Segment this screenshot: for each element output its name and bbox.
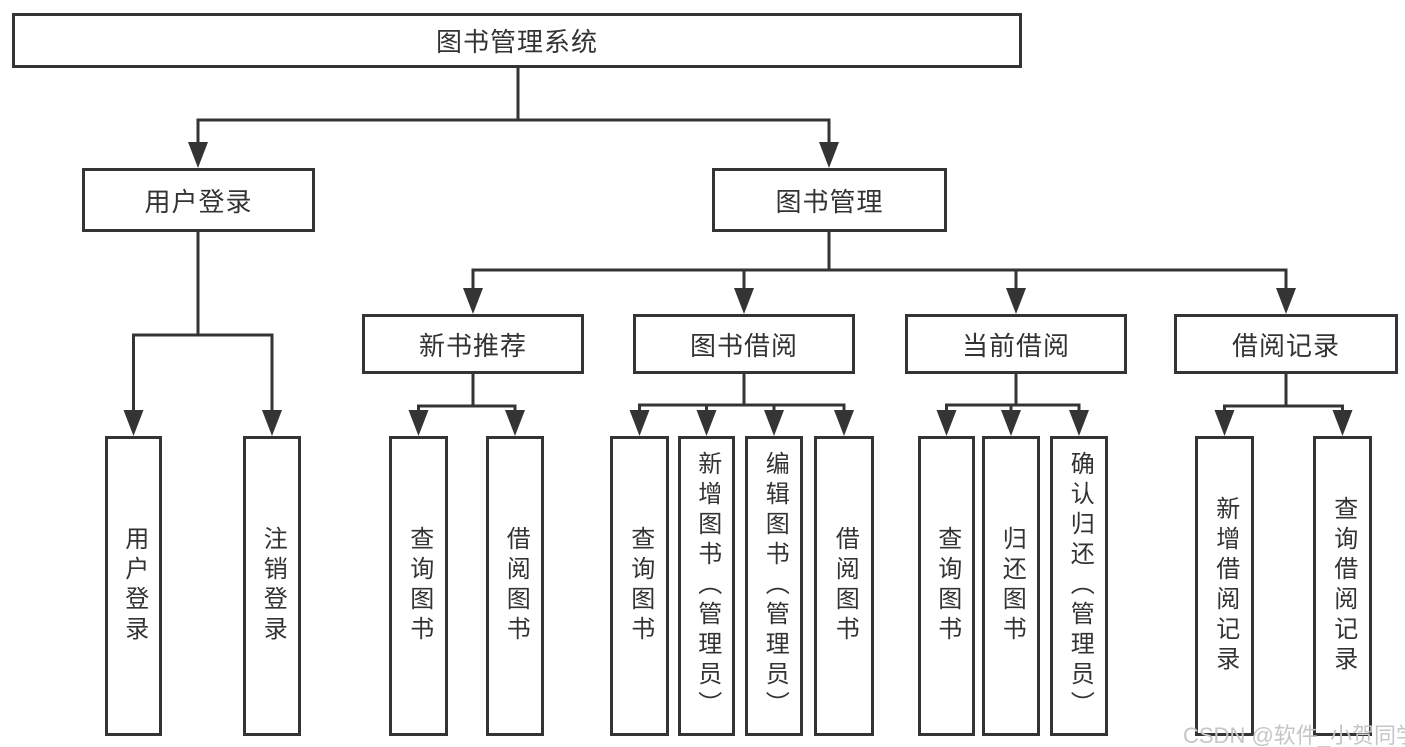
node-borrow-records: 借阅记录 (1174, 314, 1398, 374)
node-label: 查询图书 (626, 526, 654, 646)
node-label: 查询图书 (405, 526, 433, 646)
leaf-borrow-edit-books-admin: 编辑图书（管理员） (745, 436, 803, 736)
leaf-borrow-query-books: 查询图书 (610, 436, 669, 736)
node-label: 用户登录 (144, 186, 253, 217)
leaf-current-confirm-return-admin: 确认归还（管理员） (1050, 436, 1108, 736)
leaf-borrow-add-books-admin: 新增图书（管理员） (678, 436, 735, 736)
leaf-borrow-borrow-books: 借阅图书 (814, 436, 874, 736)
node-label: 查询图书 (933, 526, 961, 646)
connector-borrow-leaves (638, 374, 846, 414)
node-label: 借阅图书 (502, 526, 530, 646)
leaf-current-query-books: 查询图书 (918, 436, 975, 736)
leaf-current-return-books: 归还图书 (982, 436, 1040, 736)
node-label: 借阅记录 (1231, 330, 1340, 361)
connector-current-leaves (945, 374, 1081, 414)
connector-records-leaves (1223, 374, 1344, 414)
node-label: 归还图书 (998, 526, 1026, 646)
node-label: 图书管理 (775, 186, 884, 217)
node-label: 用户登录 (120, 526, 148, 646)
node-label: 图书管理系统 (435, 27, 598, 57)
node-label: 注销登录 (259, 526, 287, 646)
node-user-login: 用户登录 (82, 168, 315, 232)
node-label: 借阅图书 (831, 526, 859, 646)
node-label: 查询借阅记录 (1329, 496, 1357, 676)
connector-user-leaves (132, 232, 274, 414)
node-label: 确认归还（管理员） (1066, 451, 1094, 721)
node-current-borrow: 当前借阅 (905, 314, 1127, 374)
arrowheads (123, 142, 1353, 436)
node-label: 当前借阅 (961, 330, 1070, 361)
node-label: 新增图书（管理员） (693, 451, 721, 721)
csdn-watermark: CSDN @软件_小贺同学 (1183, 723, 1405, 747)
connector-recommend-leaves (417, 374, 517, 414)
node-label: 编辑图书（管理员） (761, 451, 789, 721)
node-label: 新书推荐 (418, 330, 527, 361)
leaf-records-query-record: 查询借阅记录 (1313, 436, 1372, 736)
node-book-borrow: 图书借阅 (633, 314, 855, 374)
node-book-management: 图书管理 (712, 168, 947, 232)
leaf-recommend-query-books: 查询图书 (389, 436, 448, 736)
connector-root-level2 (196, 67, 831, 146)
node-label: 图书借阅 (689, 330, 798, 361)
node-new-book-recommend: 新书推荐 (362, 314, 584, 374)
leaf-records-add-record: 新增借阅记录 (1195, 436, 1254, 736)
node-label: 新增借阅记录 (1211, 496, 1239, 676)
leaf-recommend-borrow-books: 借阅图书 (486, 436, 544, 736)
connector-management-level3 (471, 232, 1288, 292)
leaf-user-login: 用户登录 (105, 436, 162, 736)
node-root: 图书管理系统 (12, 13, 1022, 68)
leaf-logout: 注销登录 (243, 436, 301, 736)
